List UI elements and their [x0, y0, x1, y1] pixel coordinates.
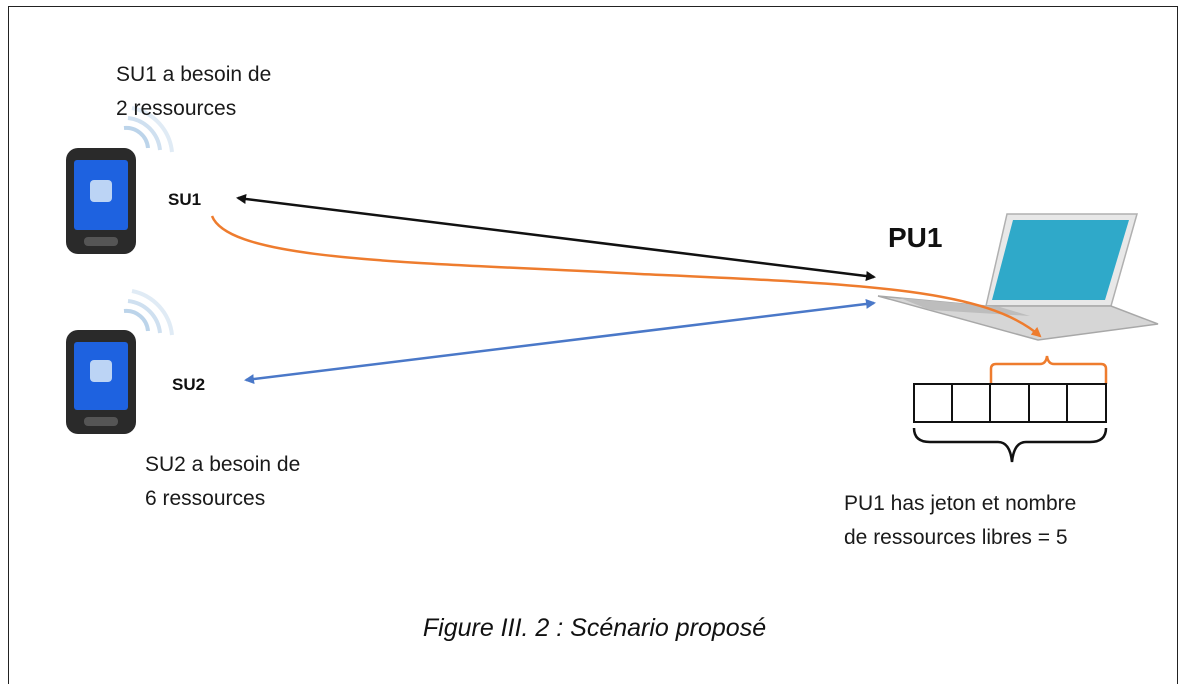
su1-need-text: SU1 a besoin de 2 ressources [116, 63, 272, 120]
total-brace [912, 427, 1108, 463]
su1-label: SU1 [168, 190, 202, 209]
figure-caption: Figure III. 2 : Scénario proposé [422, 614, 767, 642]
su1-pu1-link [236, 194, 876, 281]
highlight-brace [989, 355, 1108, 384]
su2-phone-icon [66, 289, 174, 434]
su2-need-text: SU2 a besoin de 6 ressources [145, 453, 301, 510]
laptop-icon [877, 213, 1159, 341]
su2-pu1-link [244, 299, 876, 384]
su2-label: SU2 [172, 375, 206, 394]
resource-slots [913, 383, 1107, 423]
pu1-label: PU1 [888, 222, 943, 253]
figure-frame [8, 6, 1178, 684]
allocation-curve [210, 215, 1042, 338]
pu1-resource-note: PU1 has jeton et nombre de ressources li… [844, 492, 1077, 549]
su1-phone-icon [66, 106, 174, 254]
